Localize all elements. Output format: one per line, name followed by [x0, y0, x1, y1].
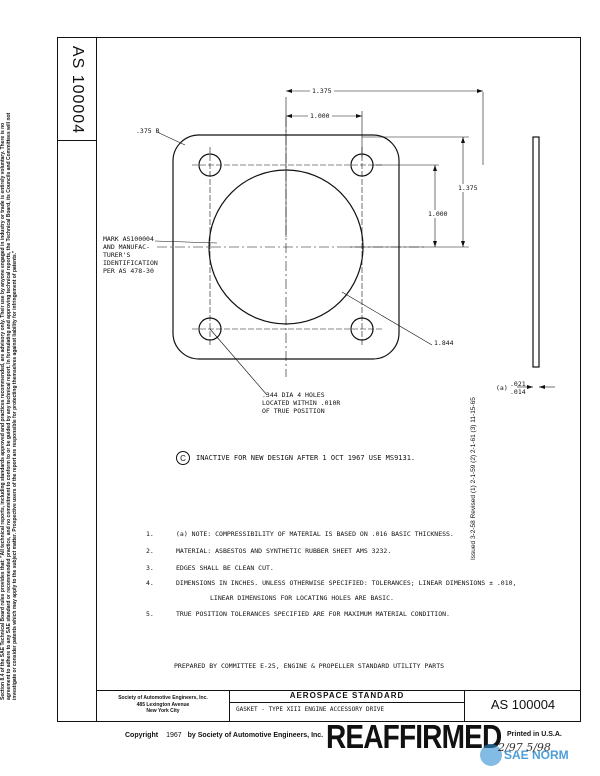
- thickness-prefix: (a): [496, 384, 508, 392]
- mark-note-line3: TURER'S: [103, 251, 131, 259]
- left-margin-strip: [57, 37, 97, 722]
- legal-notice: Section 8.4 of the SAE Technical Board r…: [0, 112, 18, 700]
- doc-number-vertical-text: AS 100004: [69, 45, 86, 135]
- gasket-drawing: [154, 89, 555, 396]
- inactive-note: C INACTIVE FOR NEW DESIGN AFTER 1 OCT 19…: [176, 451, 415, 465]
- thickness-lower: .014: [510, 388, 526, 396]
- title-block: [97, 690, 581, 722]
- note-5-text: TRUE POSITION TOLERANCES SPECIFIED ARE F…: [176, 610, 450, 618]
- note-1-text: (a) NOTE: COMPRESSIBILITY OF MATERIAL IS…: [176, 530, 454, 538]
- dim-1000-vertical: 1.000: [426, 210, 450, 218]
- dim-1375-horizontal: 1.375: [310, 87, 334, 95]
- standard-number: AS 100004: [464, 690, 581, 722]
- page-border: [57, 37, 581, 722]
- standard-title: GASKET - TYPE XIII ENGINE ACCESSORY DRIV…: [236, 706, 385, 713]
- society-address: 485 Lexington Avenue: [136, 701, 190, 708]
- note-4-text: DIMENSIONS IN INCHES. UNLESS OTHERWISE S…: [176, 579, 517, 587]
- inactive-note-text: INACTIVE FOR NEW DESIGN AFTER 1 OCT 1967…: [196, 454, 416, 462]
- note-4-continuation: LINEAR DIMENSIONS FOR LOCATING HOLES ARE…: [210, 594, 394, 602]
- printed-in: Printed in U.S.A.: [507, 731, 562, 738]
- prepared-by: PREPARED BY COMMITTEE E-25, ENGINE & PRO…: [174, 662, 445, 670]
- note-3-number: 3.: [146, 564, 154, 572]
- bore-diameter-label: 1.844: [434, 339, 454, 347]
- doc-number-box-divider: [57, 140, 97, 142]
- copyright-label: Copyright: [125, 732, 159, 739]
- society-name: Society of Automotive Engineers, Inc.: [118, 695, 208, 701]
- sae-norm-logo: SAE NORM: [480, 744, 569, 766]
- dim-1000-horizontal: 1.000: [308, 112, 332, 120]
- reaffirmed-stamp: REAFFIRMED: [326, 718, 502, 755]
- standard-heading: AEROSPACE STANDARD: [230, 690, 464, 703]
- holes-note-line2: LOCATED WITHIN .010R: [262, 399, 341, 407]
- copyright-year: 1967: [166, 732, 182, 739]
- gasket-edge-view: [532, 136, 540, 368]
- note-2-number: 2.: [146, 547, 154, 555]
- holes-note-line3: OF TRUE POSITION: [262, 407, 325, 415]
- society-city: New York City: [146, 708, 180, 714]
- doc-number-vertical: AS 100004: [58, 40, 96, 140]
- radius-label: .375 R: [136, 127, 160, 135]
- mark-note-line1: MARK AS100004: [103, 235, 154, 243]
- copyright-line: Copyright 1967 by Society of Automotive En…: [125, 732, 323, 739]
- note-3-text: EDGES SHALL BE CLEAN CUT.: [176, 564, 274, 572]
- society-block: Society of Automotive Engineers, Inc. 48…: [97, 690, 230, 722]
- mark-note-line4: IDENTIFICATION: [103, 259, 158, 267]
- change-symbol: C: [176, 451, 190, 465]
- copyright-owner: by Society of Automotive Engineers, Inc.: [187, 732, 324, 739]
- mark-note-line5: PER AS 478-30: [103, 267, 154, 275]
- mark-note-line2: AND MANUFAC-: [103, 243, 150, 251]
- logo-mark-icon: [480, 744, 502, 766]
- note-5-number: 5.: [146, 610, 154, 618]
- holes-note-line1: .344 DIA 4 HOLES: [262, 391, 325, 399]
- note-2-text: MATERIAL: ASBESTOS AND SYNTHETIC RUBBER …: [176, 547, 392, 555]
- note-1-number: 1.: [146, 530, 154, 538]
- handwritten-date: 2/97 5/98: [498, 741, 551, 754]
- logo-text: SAE NORM: [504, 748, 569, 762]
- thickness-upper: .021: [510, 380, 526, 388]
- dim-1375-vertical: 1.375: [456, 184, 480, 192]
- note-4-number: 4.: [146, 579, 154, 587]
